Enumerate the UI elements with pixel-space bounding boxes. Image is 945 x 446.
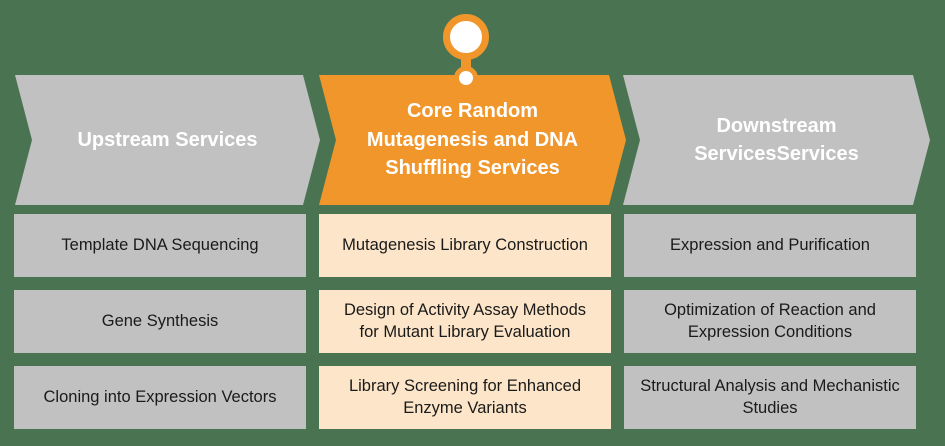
box-cloning-into-expression-vectors: Cloning into Expression Vectors <box>14 366 306 429</box>
box-optimization-reaction-expression: Optimization of Reaction and Expression … <box>624 290 916 353</box>
pin-dot-icon <box>454 66 478 90</box>
pin-head-circle-icon <box>443 14 489 60</box>
header-upstream-services: Upstream Services <box>15 75 320 205</box>
box-label: Library Screening for Enhanced Enzyme Va… <box>348 377 582 417</box>
box-structural-analysis-mechanistic: Structural Analysis and Mechanistic Stud… <box>624 366 916 429</box>
header-core-random-mutagenesis: Core Random Mutagenesis and DNA Shufflin… <box>319 75 626 205</box>
box-library-screening-enhanced-variants: Library Screening for Enhanced Enzyme Va… <box>319 366 611 429</box>
header-upstream-services-label: Upstream Services <box>77 128 258 151</box>
header-downstream-services: Downstream ServicesServices <box>623 75 930 205</box>
header-downstream-services-label: Downstream ServicesServices <box>694 114 859 165</box>
box-label: Optimization of Reaction and Expression … <box>664 301 876 341</box>
box-expression-and-purification: Expression and Purification <box>624 214 916 277</box>
box-label: Design of Activity Assay Methods for Mut… <box>343 301 587 341</box>
header-core-random-mutagenesis-label: Core Random Mutagenesis and DNA Shufflin… <box>366 100 579 180</box>
box-label: Expression and Purification <box>670 235 870 254</box>
box-template-dna-sequencing: Template DNA Sequencing <box>14 214 306 277</box>
box-label: Structural Analysis and Mechanistic Stud… <box>640 377 900 417</box>
pin-stem <box>461 56 471 74</box>
box-label: Template DNA Sequencing <box>61 235 259 254</box>
box-label: Gene Synthesis <box>101 311 219 330</box>
box-design-of-activity-assay-methods: Design of Activity Assay Methods for Mut… <box>319 290 611 353</box>
box-label: Cloning into Expression Vectors <box>43 387 277 406</box>
box-mutagenesis-library-construction: Mutagenesis Library Construction <box>319 214 611 277</box>
box-gene-synthesis: Gene Synthesis <box>14 290 306 353</box>
box-label: Mutagenesis Library Construction <box>342 235 588 254</box>
